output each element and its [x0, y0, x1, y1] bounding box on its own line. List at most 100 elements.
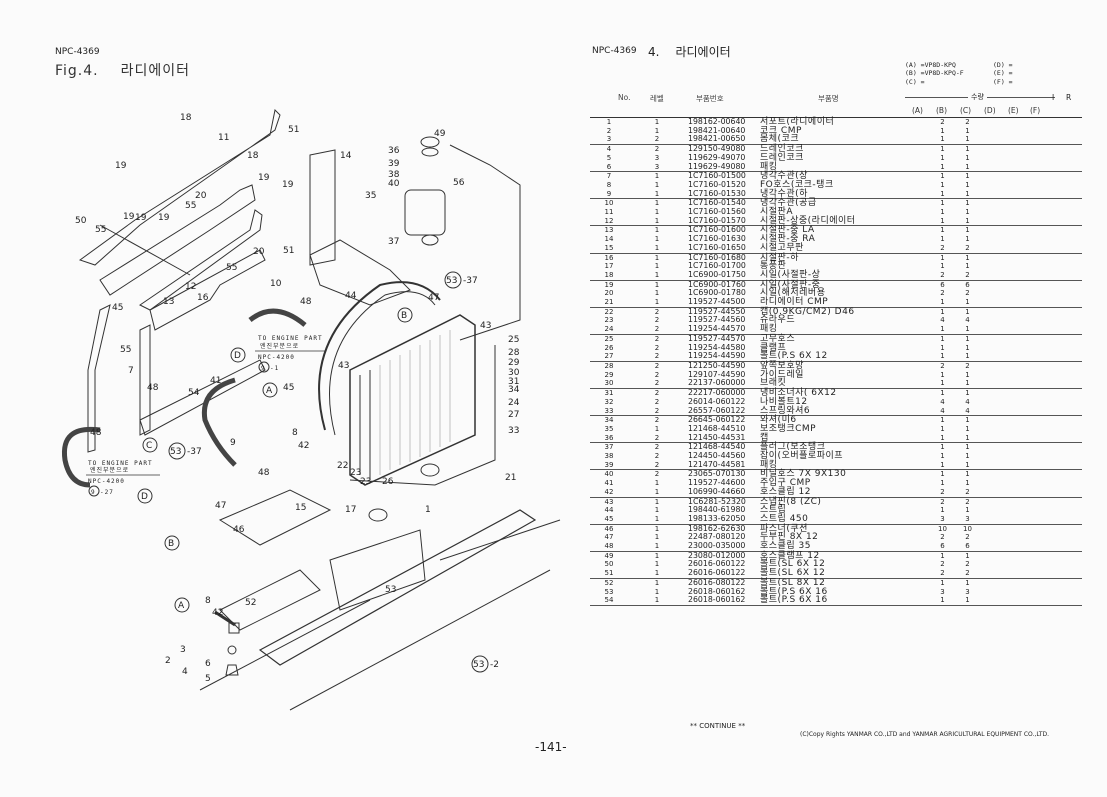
row-level: 2 [654, 307, 660, 316]
row-level: 1 [628, 189, 686, 200]
row-part-name: 시절판-하 [760, 252, 799, 263]
row-qty-a: 1 [940, 145, 945, 154]
row-part-number: 198440-61980 [688, 505, 746, 515]
callout: 47 [428, 293, 439, 303]
callout: 8 [205, 596, 211, 606]
row-qty-other [980, 452, 1082, 461]
svg-text:9: 9 [261, 365, 266, 372]
row-qty-a: 1 [930, 216, 955, 227]
row-number: 17 [604, 262, 614, 271]
row-qty-b: 1 [965, 199, 970, 208]
row-qty-b: 2 [965, 497, 970, 506]
row-number: 45 [590, 514, 628, 525]
row-part-name: 볼트(P.S 6X 16 [760, 596, 930, 606]
row-part-number: 119254-44570 [686, 324, 760, 335]
row-qty-other [980, 588, 1082, 597]
ref-d: D [234, 351, 241, 361]
row-number: 11 [604, 208, 614, 217]
row-qty-a: 1 [940, 153, 945, 162]
row-part-number: 1C7160-01520 [688, 179, 746, 189]
row-part-number: 1C7160-01500 [688, 171, 746, 181]
qty-col-b: (B) [936, 106, 947, 115]
callout: 48 [90, 428, 102, 438]
row-part-name: 패킹 [760, 162, 930, 173]
row-qty-a: 2 [940, 497, 945, 506]
row-qty-b: 1 [955, 352, 980, 362]
row-qty-other [980, 433, 1082, 444]
row-part-name: 몸체(코크 [760, 135, 930, 146]
row-qty-b: 2 [955, 487, 980, 498]
callout: 38 [388, 170, 400, 180]
row-number: 6 [590, 162, 628, 173]
row-qty-other [980, 307, 1082, 316]
row-qty-other [980, 542, 1082, 552]
callout: 50 [75, 216, 87, 226]
row-part-number: 22217-060000 [688, 388, 746, 398]
callout: 19 [115, 161, 127, 171]
row-qty-a: 1 [930, 298, 955, 308]
row-number: 38 [604, 452, 614, 461]
row-qty-b: 2 [955, 569, 980, 579]
row-part-number: 198162-00640 [688, 117, 746, 126]
row-qty-b: 2 [955, 243, 980, 254]
row-part-name: 냉각수관(상 [760, 171, 808, 182]
row-qty-a: 2 [940, 361, 945, 370]
panel-15 [218, 489, 332, 546]
row-number: 16 [604, 253, 614, 262]
ref-53-c-suffix: -2 [490, 660, 499, 670]
callout: 9 [230, 438, 236, 448]
row-qty-other [980, 406, 1082, 417]
row-qty-other [980, 235, 1082, 244]
row-part-number: 26016-060122 [686, 568, 760, 579]
row-part-name: 슈라우드 [760, 315, 796, 326]
figure-title: Fig.4.라디에이터 [55, 60, 212, 80]
row-qty-b: 1 [965, 443, 970, 452]
row-qty-other [980, 334, 1082, 343]
seal-plate-18a [78, 108, 281, 266]
row-qty-a: 2 [940, 560, 945, 569]
callout: 41 [210, 376, 221, 386]
row-qty-b: 1 [965, 578, 970, 587]
exploded-parts-diagram: 18 11 18 19 19 20 55 19 50 19 19 55 20 5… [61, 108, 561, 711]
row-level: 3 [628, 162, 686, 173]
row-part-number: 198421-00640 [688, 125, 746, 135]
row-part-number: 119527-44550 [688, 306, 746, 316]
row-part-number: 198133-62050 [686, 514, 760, 525]
row-number: 50 [604, 560, 614, 569]
row-qty-a: 1 [940, 180, 945, 189]
row-qty-other [980, 172, 1082, 181]
row-number: 31 [604, 389, 614, 398]
row-part-number: 1C7160-01540 [688, 198, 746, 208]
copyright-notice: (C)Copy Rights YANMAR CO.,LTD and YANMAR… [800, 731, 1050, 738]
row-part-name: 나비볼트12 [760, 396, 808, 407]
row-qty-a: 1 [930, 596, 955, 606]
row-level: 2 [628, 379, 686, 390]
ref-a: A [266, 386, 273, 396]
engine-part-note-2: TO ENGINE PART 엔진부분으로 NPC-4200 9 -27 [86, 460, 160, 497]
reference-markers [137, 271, 489, 673]
row-number: 52 [604, 578, 614, 587]
row-qty-other [980, 262, 1082, 271]
ref-a-2: A [178, 601, 185, 611]
row-part-number: 129150-49080 [688, 144, 746, 154]
row-number: 40 [604, 470, 614, 479]
header-part-no: 부품번호 [696, 94, 724, 103]
row-level: 1 [654, 199, 660, 208]
row-level: 2 [654, 389, 660, 398]
row-level: 1 [654, 280, 660, 289]
row-level: 2 [654, 416, 660, 425]
row-number: 44 [604, 506, 614, 515]
row-qty-a: 4 [940, 316, 945, 325]
svg-text:엔진부분으로: 엔진부분으로 [90, 466, 129, 474]
row-number: 27 [590, 352, 628, 362]
row-number: 10 [604, 199, 614, 208]
